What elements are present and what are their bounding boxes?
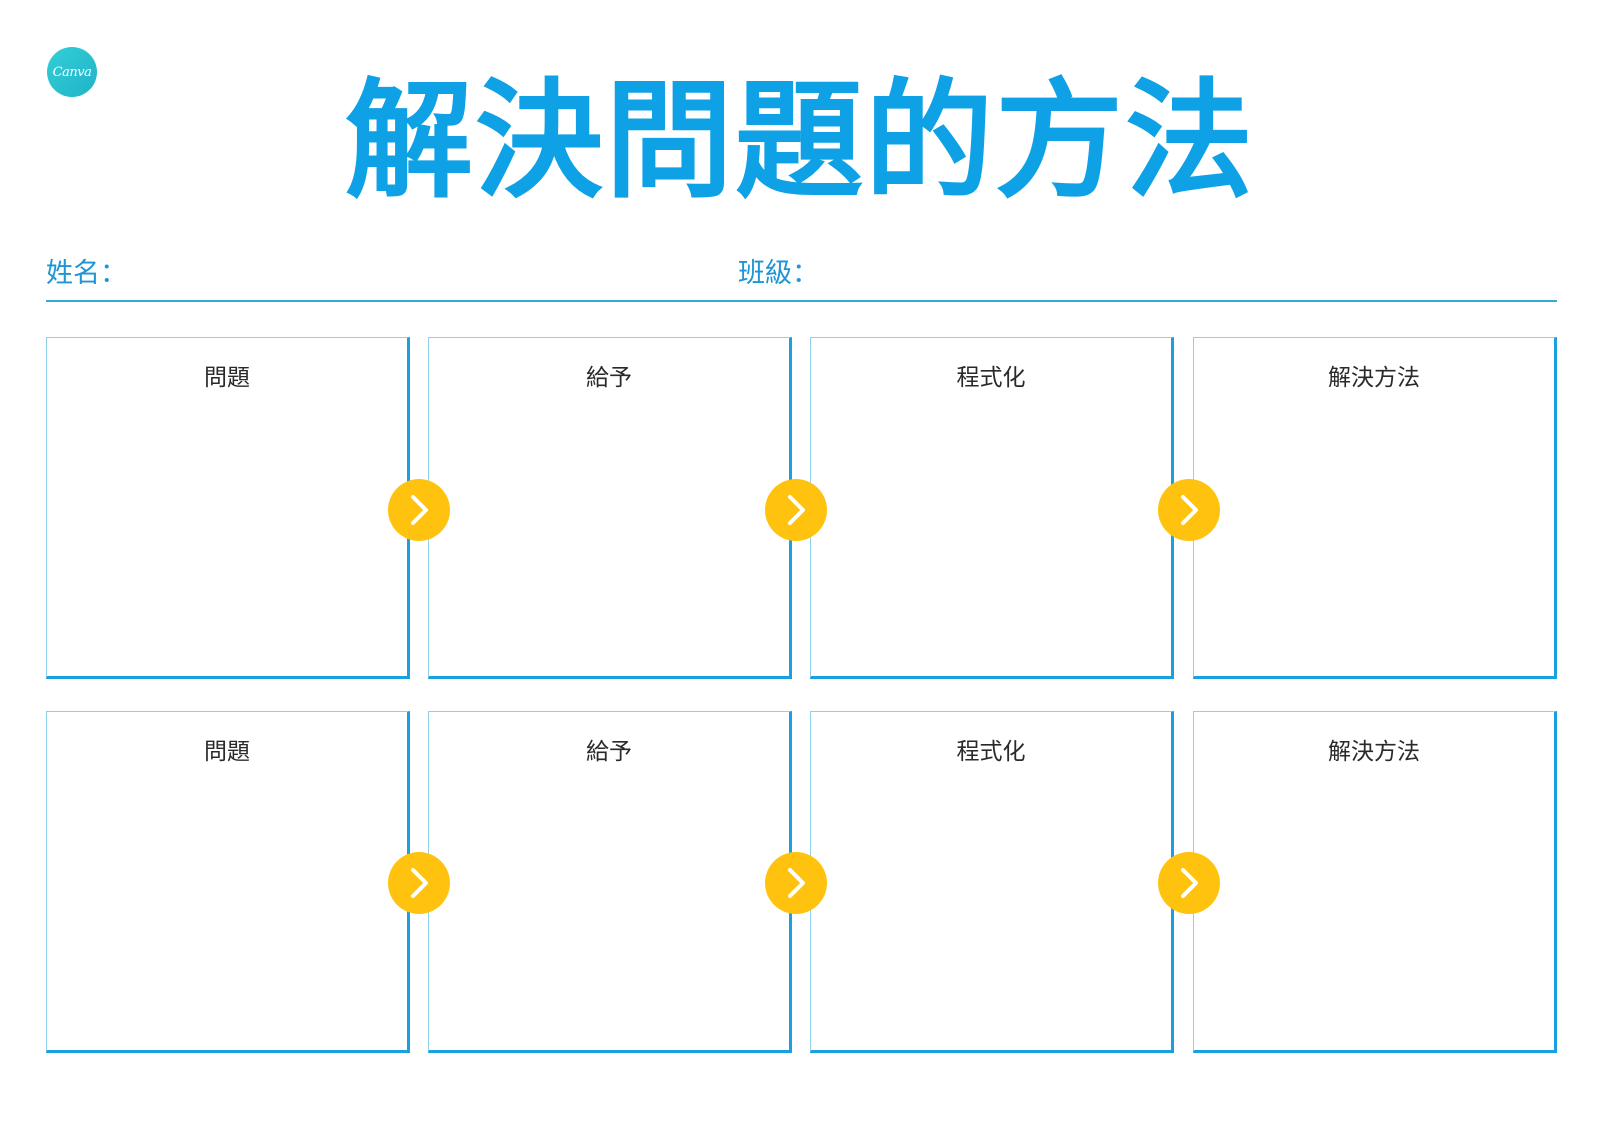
step-box-label: 問題: [204, 365, 250, 391]
step-box-label: 給予: [586, 739, 632, 765]
step-box-solution: 解決方法: [1193, 711, 1557, 1053]
step-box-label: 解決方法: [1328, 739, 1420, 765]
step-box-given: 給予: [428, 337, 792, 679]
logo-text: Canva: [52, 64, 92, 80]
canva-logo-icon: Canva: [47, 47, 97, 97]
step-box-problem: 問題: [46, 711, 410, 1053]
name-field-label: 姓名：: [46, 258, 127, 289]
step-box-label: 問題: [204, 739, 250, 765]
step-box-label: 給予: [586, 365, 632, 391]
step-box-label: 程式化: [956, 739, 1026, 765]
step-box-given: 給予: [428, 711, 792, 1053]
step-box-programming: 程式化: [810, 337, 1174, 679]
step-box-problem: 問題: [46, 337, 410, 679]
step-box-solution: 解決方法: [1193, 337, 1557, 679]
page-title: 解決問題的方法: [344, 67, 1255, 216]
chevron-right-icon: [765, 479, 827, 541]
step-box-programming: 程式化: [810, 711, 1174, 1053]
step-box-label: 程式化: [956, 365, 1026, 391]
name-class-underline: [46, 300, 1557, 302]
step-box-label: 解決方法: [1328, 365, 1420, 391]
chevron-right-icon: [1158, 852, 1220, 914]
class-field-label: 班級：: [738, 258, 819, 289]
chevron-right-icon: [388, 852, 450, 914]
chevron-right-icon: [388, 479, 450, 541]
chevron-right-icon: [765, 852, 827, 914]
chevron-right-icon: [1158, 479, 1220, 541]
